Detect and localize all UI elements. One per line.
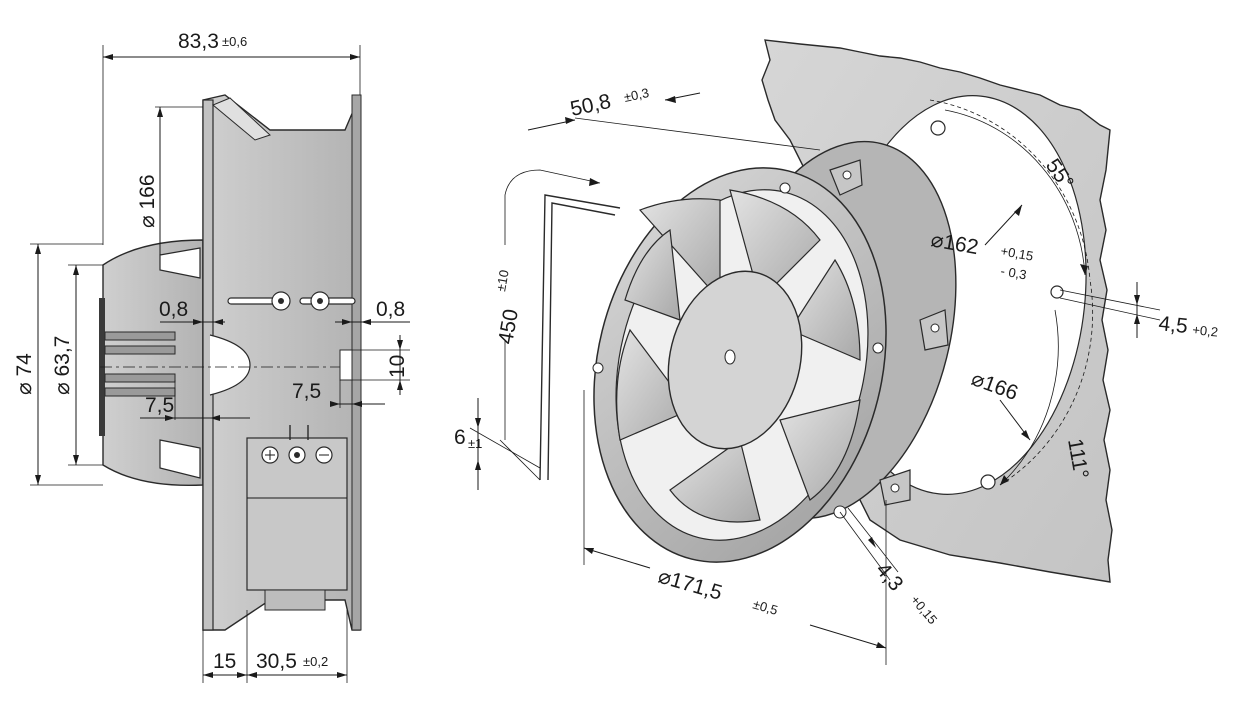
dim-30-5: 30,5 xyxy=(256,650,297,673)
dim-dia-166-side: ⌀ 166 xyxy=(136,174,159,228)
dim-50-8: 50,8 xyxy=(568,90,613,121)
dim-hole-4-5: 4,5 xyxy=(1157,312,1188,338)
dim-50-8-tol: ±0,3 xyxy=(623,85,651,105)
dim-15: 15 xyxy=(213,650,236,673)
dim-7-5-right: 7,5 xyxy=(292,380,321,403)
dim-10: 10 xyxy=(386,355,409,378)
dim-6: 6 xyxy=(454,426,466,449)
dim-dia-74: ⌀ 74 xyxy=(13,353,36,395)
dim-dia-171-5-tol: ±0,5 xyxy=(751,596,779,617)
dim-dia-171-5: ⌀171,5 xyxy=(656,565,725,605)
dim-hole-4-3: 4,3 xyxy=(871,558,907,595)
dim-gap-left: 0,8 xyxy=(159,298,188,321)
fan-blades xyxy=(616,189,861,523)
fan-iso-view xyxy=(469,92,957,665)
dim-cable-450: 450 xyxy=(494,307,523,346)
dim-width-total: 83,3 xyxy=(178,30,219,53)
side-view xyxy=(30,45,410,683)
dim-dia-162-tol-lower: - 0,3 xyxy=(999,263,1027,282)
dim-30-5-tol: ±0,2 xyxy=(303,654,328,669)
dim-dia-162-tol-upper: +0,15 xyxy=(999,243,1034,263)
dim-hole-4-3-tol: +0,15 xyxy=(908,592,941,627)
dim-gap-right: 0,8 xyxy=(376,298,405,321)
dim-width-total-tol: ±0,6 xyxy=(222,34,247,49)
dim-7-5-left: 7,5 xyxy=(145,394,174,417)
dim-cable-450-tol: ±10 xyxy=(493,269,512,293)
terminal-symbols xyxy=(261,446,333,464)
dim-6-tol: ±1 xyxy=(468,436,482,451)
dim-dia-63-7: ⌀ 63,7 xyxy=(51,336,74,395)
dim-hole-4-5-tol: +0,2 xyxy=(1192,322,1219,340)
